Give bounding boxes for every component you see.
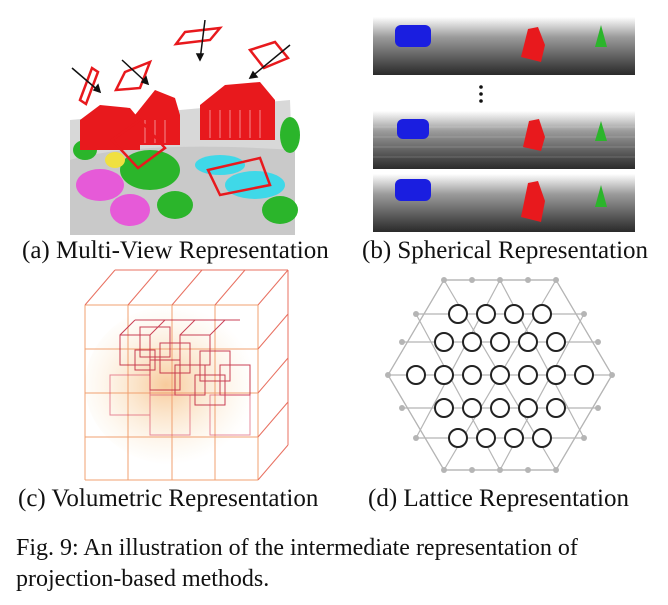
panel-spherical <box>373 17 635 232</box>
spherical-illustration <box>373 17 635 232</box>
panel-multi-view <box>60 20 300 235</box>
caption-spherical: (b) Spherical Representation <box>362 237 649 264</box>
panel-volumetric <box>80 265 290 483</box>
figure-caption: Fig. 9: An illustration of the intermedi… <box>16 535 578 592</box>
caption-volumetric: (c) Volumetric Representation <box>18 485 319 512</box>
panel-lattice <box>370 270 640 480</box>
caption-lattice: (d) Lattice Representation <box>368 485 629 512</box>
lattice-illustration <box>385 277 615 473</box>
caption-multi-view: (a) Multi-View Representation <box>22 237 329 264</box>
multi-view-illustration <box>70 20 300 235</box>
volumetric-illustration <box>84 269 289 481</box>
